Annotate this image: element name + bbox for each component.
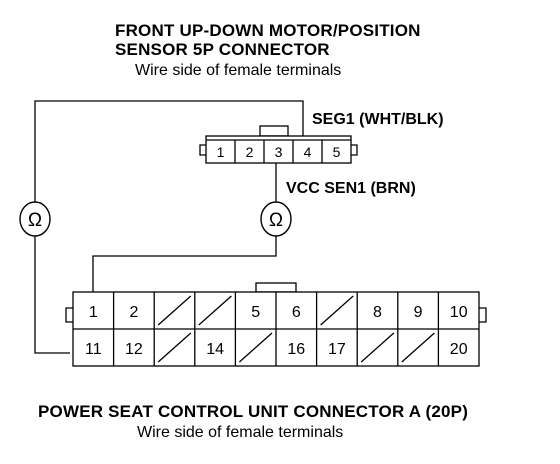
wire-seg1-top <box>34 100 304 203</box>
unused-terminal-slash <box>157 295 192 326</box>
bottom-terminal-8: 8 <box>373 304 382 321</box>
bottom-terminal-2: 2 <box>129 304 138 321</box>
ohm-symbol-left: Ω <box>28 210 42 231</box>
bottom-terminal-5: 5 <box>251 304 260 321</box>
unused-terminal-slash <box>401 332 435 363</box>
unused-terminal-slash <box>157 332 192 363</box>
unused-terminal-slash <box>198 295 232 326</box>
bottom-terminal-11: 11 <box>85 341 102 358</box>
wire-seg1-bottom <box>34 236 70 354</box>
ohmmeter-left: Ω <box>19 201 51 237</box>
bottom-terminal-1: 1 <box>89 304 98 321</box>
ohmmeter-right: Ω <box>260 201 292 237</box>
top-connector-title-line2: SENSOR 5P CONNECTOR <box>115 40 330 59</box>
top-pin-2: 2 <box>246 144 254 160</box>
top-connector-subtitle: Wire side of female terminals <box>135 62 342 79</box>
bottom-terminal-17: 17 <box>328 341 346 358</box>
top-connector-title-line1: FRONT UP-DOWN MOTOR/POSITION <box>115 21 421 40</box>
vcc-sen1-wire-label: VCC SEN1 (BRN) <box>286 180 416 197</box>
top-pin-3: 3 <box>275 144 283 160</box>
top-connector-latch <box>259 125 289 137</box>
ohm-symbol-right: Ω <box>269 210 283 231</box>
bottom-terminal-16: 16 <box>287 341 305 358</box>
bottom-terminal-9: 9 <box>414 304 423 321</box>
top-pin-4: 4 <box>304 144 312 160</box>
bottom-terminal-14: 14 <box>206 341 224 358</box>
unused-terminal-slash <box>320 295 354 326</box>
top-pin-5: 5 <box>333 144 341 160</box>
top-connector-pins: 1 2 3 4 5 <box>217 140 341 163</box>
bottom-terminal-6: 6 <box>292 304 301 321</box>
bottom-connector-latch <box>255 282 297 293</box>
unused-terminal-slash <box>360 332 395 363</box>
wire-vcc-bottom <box>92 236 277 292</box>
top-pin-1: 1 <box>217 144 225 160</box>
top-5p-connector <box>199 125 358 164</box>
bottom-connector-title: POWER SEAT CONTROL UNIT CONNECTOR A (20P… <box>38 402 469 421</box>
bottom-terminal-10: 10 <box>450 304 468 321</box>
bottom-terminal-20: 20 <box>450 341 468 358</box>
bottom-connector-subtitle: Wire side of female terminals <box>137 424 344 441</box>
unused-terminal-slash <box>238 332 273 363</box>
bottom-terminal-12: 12 <box>125 341 143 358</box>
seg1-wire-label: SEG1 (WHT/BLK) <box>312 111 444 128</box>
